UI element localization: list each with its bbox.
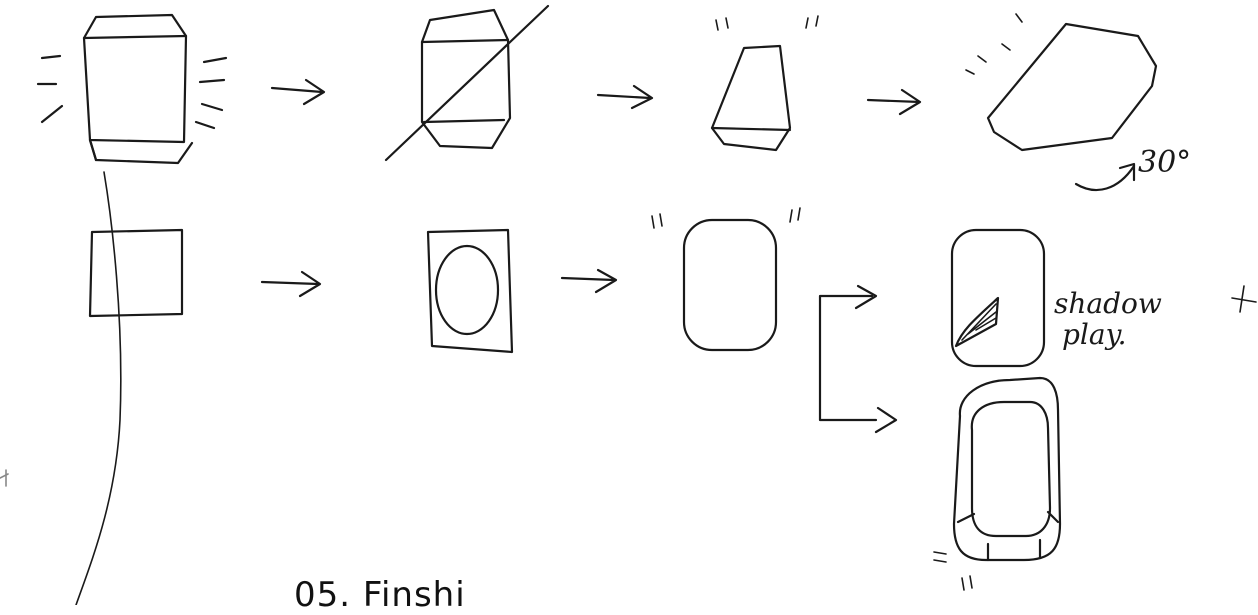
sketch-rotated-shape (986, 22, 1158, 152)
sketch-tapered-shape (710, 44, 792, 152)
motion-lines-left (36, 54, 64, 124)
sketch-box-with-caps (82, 13, 194, 165)
sketch-square (88, 228, 184, 318)
motion-lines-right (194, 56, 228, 130)
sketch-square-with-oval (426, 228, 514, 354)
shadow-label-line1: shadow (1054, 287, 1162, 320)
shadow-label-tail-mark (1231, 285, 1257, 313)
arrow-5 (560, 268, 618, 294)
motion-ticks-9 (933, 551, 973, 591)
rotation-label: 30° (1138, 145, 1191, 180)
cropped-fragment (0, 469, 9, 487)
arrow-4 (260, 270, 322, 298)
branch-arrow (818, 284, 898, 434)
rotation-arrow (1074, 162, 1136, 192)
sketch-framed-shape (952, 376, 1062, 562)
motion-ticks-7 (651, 207, 801, 229)
sketch-shadow-play (950, 228, 1046, 368)
section-title: 05. Finshi (294, 575, 466, 615)
sketch-rounded-rect (682, 218, 778, 352)
shadow-label-line2: play. (1062, 318, 1127, 351)
arrow-3 (866, 88, 922, 116)
arrow-1 (270, 78, 326, 106)
motion-ticks-3 (715, 15, 819, 31)
motion-ticks-4 (965, 13, 1023, 75)
connector-curve (75, 171, 122, 605)
sketch-sliced-box (384, 4, 550, 162)
arrow-2 (596, 84, 654, 110)
